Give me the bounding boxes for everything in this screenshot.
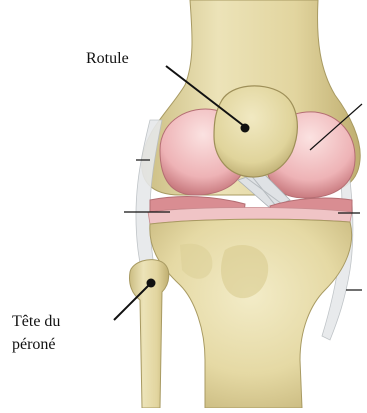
- patella: [214, 86, 297, 177]
- fibula-head-label-line2: péroné: [12, 334, 56, 356]
- fibula-head-label-line1: Tête du: [12, 311, 60, 333]
- patella-label: Rotule: [86, 48, 129, 70]
- fibula-pointer-dot: [147, 279, 156, 288]
- patella-pointer-dot: [241, 124, 250, 133]
